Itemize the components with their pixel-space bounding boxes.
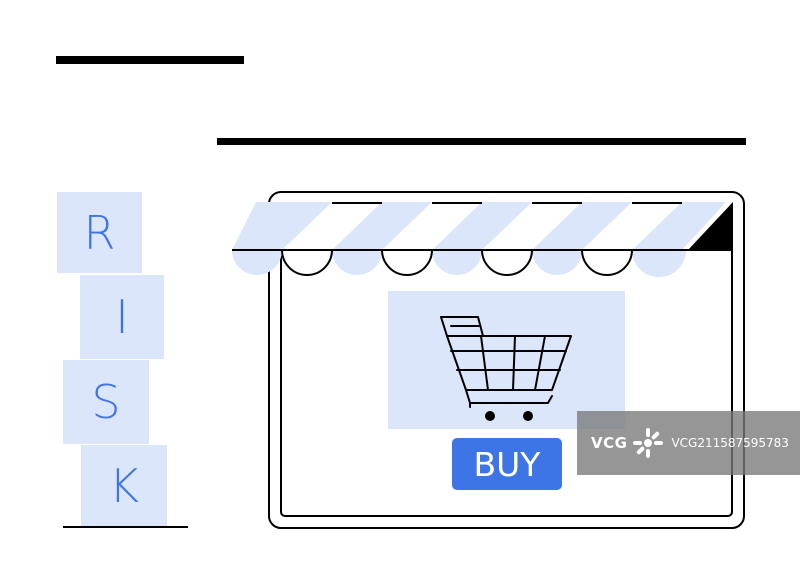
decor-line-header [217,138,746,145]
buy-button-label: BUY [473,444,541,484]
risk-letter: R [83,205,116,260]
risk-block-k: K [81,445,167,527]
watermark-brand: VCG [591,434,628,452]
product-panel [388,291,625,429]
vcg-mark [633,428,664,458]
cart-wheel-left [485,411,495,421]
risk-letter: S [91,375,121,429]
risk-block-s: S [63,360,149,444]
ground-line [63,526,188,528]
risk-letter: I [115,290,129,344]
risk-block-i: I [80,275,164,359]
watermark-id: VCG211587595783 [671,436,789,450]
decor-line-top [56,56,244,64]
buy-button[interactable]: BUY [452,438,562,490]
shopping-cart-icon [440,316,572,408]
watermark: VCG VCG211587595783 [577,411,800,475]
vcg-logo-icon: VCG [591,426,665,460]
risk-block-r: R [57,192,142,273]
cart-wheel-right [523,411,533,421]
awning [232,202,733,277]
risk-letter: K [108,459,140,513]
